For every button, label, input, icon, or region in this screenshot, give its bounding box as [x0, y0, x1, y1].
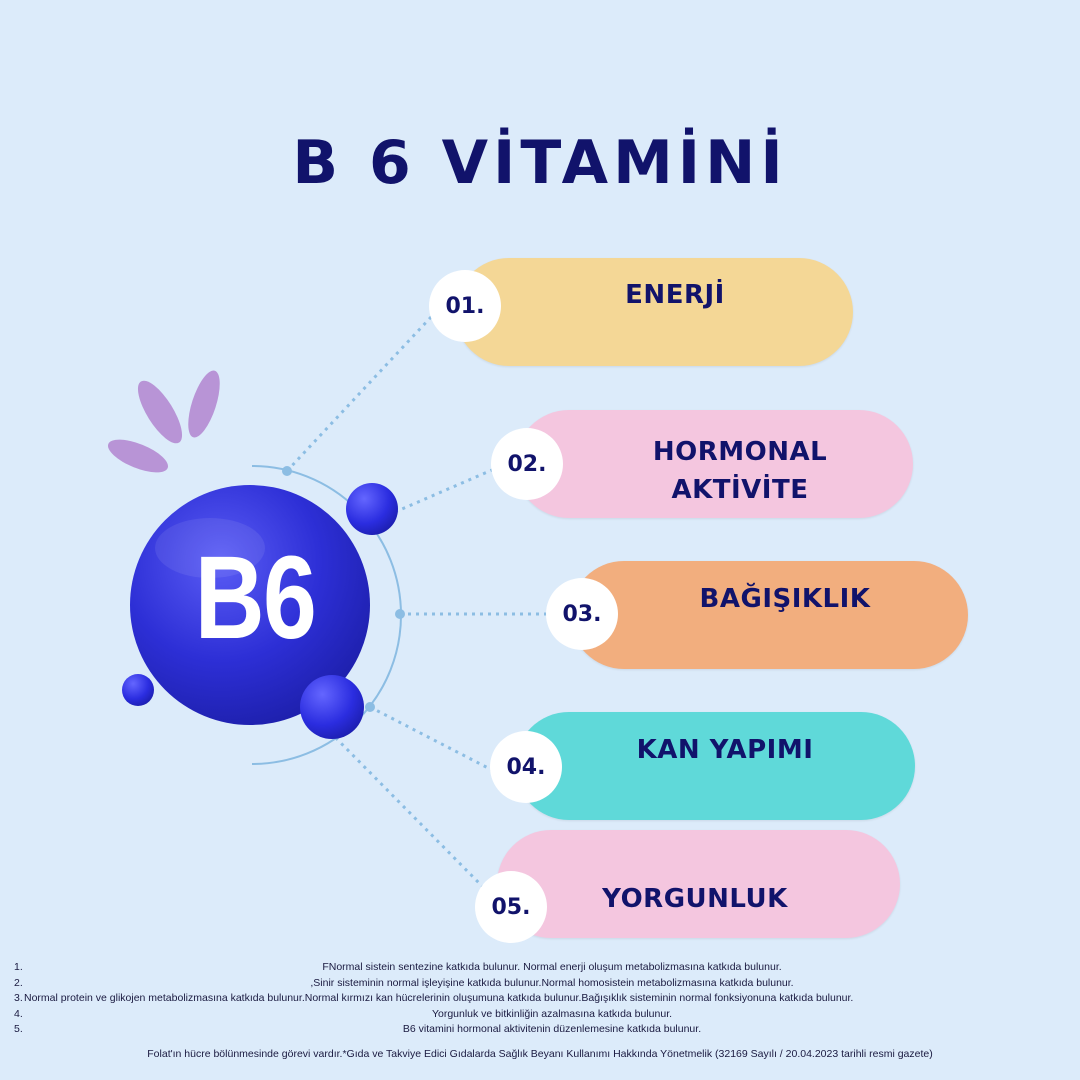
connector-lines: [285, 314, 548, 890]
item-05-label: YORGUNLUK: [602, 884, 788, 914]
connector-04: [369, 705, 493, 772]
footnote-text: Yorgunluk ve bitkinliğin azalmasına katk…: [431, 1007, 673, 1020]
footnote-marker: 5.: [14, 1023, 23, 1035]
item-01-label: ENERJİ: [625, 280, 725, 310]
item-03-number: 03.: [546, 578, 618, 650]
page-title: B 6 VİTAMİNİ: [292, 128, 788, 198]
b6-sphere: [130, 485, 370, 725]
item-04-label: KAN YAPIMI: [636, 735, 814, 765]
footnote-text: ,Sinir sisteminin normal işleyişine katk…: [310, 976, 794, 989]
footnote-text: B6 vitamini hormonal aktivitenin düzenle…: [402, 1023, 702, 1035]
item-03-pill: [570, 561, 968, 669]
connector-dots: [282, 466, 405, 712]
connector-05: [328, 730, 486, 890]
petal-right: [188, 370, 220, 438]
small-sphere-bottom: [300, 675, 364, 739]
petal-bottom: [107, 439, 169, 473]
connector-02: [394, 468, 493, 514]
footnote-row: 3.Normal protein ve glikojen metabolizma…: [0, 991, 1080, 1007]
item-02-number: 02.: [491, 428, 563, 500]
item-01-number: 01.: [429, 270, 501, 342]
footnotes: 1. FNormal sistein sentezine katkıda bulu…: [0, 960, 1080, 1038]
small-sphere-left: [122, 674, 154, 706]
footnote-row: 2. ,Sinir sisteminin normal işleyişine ka…: [0, 976, 1080, 992]
connector-01: [285, 314, 434, 473]
item-02-label: HORMONAL AKTİVİTE: [652, 437, 828, 505]
item-04-number: 04.: [490, 731, 562, 803]
footnote-row: 5. B6 vitamini hormonal aktivitenin düzen…: [0, 1022, 1080, 1038]
footnote-row: 4. Yorgunluk ve bitkinliğin azalmasına ka…: [0, 1007, 1080, 1023]
b6-badge-text: B6: [194, 532, 317, 664]
small-sphere-top: [346, 483, 398, 535]
footnote-text: Normal protein ve glikojen metabolizması…: [24, 992, 854, 1004]
source-note: Folat'ın hücre bölünmesinde görevi vardı…: [147, 1048, 933, 1060]
item-05-pill: [497, 830, 900, 938]
footnote-marker: 3.: [14, 992, 23, 1004]
item-04-pill: [515, 712, 915, 820]
footnote-marker: 2.: [14, 976, 23, 989]
footnote-marker: 1.: [14, 961, 23, 973]
footnote-marker: 4.: [14, 1007, 23, 1020]
petal-decoration: [107, 370, 220, 473]
item-03-label: BAĞIŞIKLIK: [699, 584, 871, 614]
item-01-pill: [455, 258, 853, 366]
footnote-text: FNormal sistein sentezine katkıda bulunu…: [322, 961, 782, 973]
footnote-row: 1. FNormal sistein sentezine katkıda bulu…: [0, 960, 1080, 976]
petal-left: [137, 380, 183, 444]
item-05-number: 05.: [475, 871, 547, 943]
item-02-pill: [515, 410, 913, 518]
